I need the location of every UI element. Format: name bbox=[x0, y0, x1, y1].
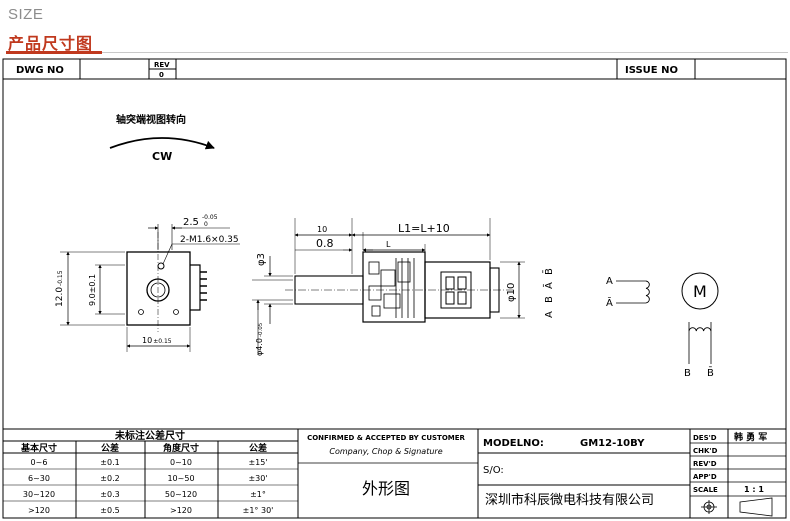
designer-name: 韩 勇 军 bbox=[734, 431, 767, 443]
end-view: 轴突端视图转向 CW 2.5 -0.05 0 2-M1.6×0.35 bbox=[55, 113, 240, 352]
sheet-border bbox=[2, 58, 787, 519]
pin-a-bar: Ā bbox=[542, 282, 555, 289]
projection-cone bbox=[739, 497, 773, 517]
coil-a bbox=[645, 280, 650, 304]
schematic-b: B bbox=[684, 368, 691, 379]
wiring-schematic: A Ā M B B̄ bbox=[606, 272, 719, 379]
dim-height: 12.0-0.15 bbox=[55, 270, 65, 307]
table-cell: 10~50 bbox=[167, 474, 194, 483]
dim-phi3: φ3 bbox=[256, 253, 267, 266]
end-view-body bbox=[126, 251, 191, 326]
model-value: GM12-10BY bbox=[580, 438, 645, 449]
tol-header-tol2: 公差 bbox=[249, 442, 267, 454]
tol-header-size: 基本尺寸 bbox=[20, 442, 57, 454]
section-title: 产品尺寸图 bbox=[8, 34, 94, 53]
tol-header-tol: 公差 bbox=[101, 442, 119, 454]
app-label: APP'D bbox=[693, 473, 717, 481]
rev-label-2: REV'D bbox=[693, 460, 717, 468]
dim-inner: 9.0±0.1 bbox=[88, 274, 97, 306]
scale-label: SCALE bbox=[693, 486, 718, 494]
signature-label: Company, Chop & Signature bbox=[329, 447, 442, 456]
schematic-m: M bbox=[693, 282, 707, 301]
dim-10: 10 bbox=[317, 225, 327, 234]
table-cell: ±1° bbox=[250, 490, 266, 499]
des-label: DES'D bbox=[693, 434, 717, 442]
pin-a: A bbox=[544, 311, 555, 318]
dim-phi4: φ4.0-0.05 bbox=[255, 322, 264, 356]
dim-phi10: φ10 bbox=[506, 283, 517, 302]
schematic-b-bar: B̄ bbox=[707, 366, 714, 379]
pin-b: B bbox=[544, 296, 555, 303]
top-title-row: DWG NO REV 0 ISSUE NO bbox=[3, 59, 786, 80]
side-view: 10 L1=L+10 0.8 L φ3 φ4.0-0.05 φ10 A B Ā … bbox=[252, 218, 555, 356]
chk-label: CHK'D bbox=[693, 447, 718, 455]
table-cell: 6~30 bbox=[28, 474, 50, 483]
company-name: 深圳市科辰微电科技有限公司 bbox=[485, 492, 654, 508]
tolerance-table: 未标注公差尺寸 基本尺寸 公差 角度尺寸 公差 0~6 ±0.1 0~10 ±1… bbox=[3, 429, 299, 518]
coil-b bbox=[688, 327, 712, 332]
issue-no-label: ISSUE NO bbox=[625, 65, 678, 76]
table-cell: ±15' bbox=[248, 458, 267, 467]
size-label: SIZE bbox=[8, 6, 44, 23]
table-cell: ±30' bbox=[248, 474, 267, 483]
tol-header-angle: 角度尺寸 bbox=[163, 442, 199, 454]
rotation-arrow bbox=[109, 137, 215, 150]
table-cell: 30~120 bbox=[23, 490, 55, 499]
table-cell: ±1° 30' bbox=[243, 506, 274, 515]
so-label: S/O: bbox=[483, 465, 504, 476]
dim-width: 10±0.15 bbox=[142, 336, 172, 345]
dim-l: L bbox=[386, 240, 391, 249]
dwg-no-label: DWG NO bbox=[16, 65, 64, 76]
motor-symbol bbox=[681, 272, 719, 310]
schematic-a-bar: Ā bbox=[606, 296, 613, 309]
table-cell: ±0.5 bbox=[100, 506, 119, 515]
dim-l1: L1=L+10 bbox=[398, 222, 450, 235]
projection-icon bbox=[701, 500, 717, 514]
dim-thread: 2-M1.6×0.35 bbox=[180, 235, 239, 245]
dim-08: 0.8 bbox=[316, 237, 334, 250]
signoff-block: DES'D 韩 勇 军 CHK'D REV'D APP'D SCALE 1 : … bbox=[690, 429, 786, 518]
table-cell: 0~10 bbox=[170, 458, 192, 467]
table-cell: 0~6 bbox=[31, 458, 48, 467]
header-accent bbox=[6, 51, 102, 54]
table-cell: 50~120 bbox=[165, 490, 197, 499]
header-divider bbox=[6, 52, 788, 53]
model-label: MODELNO: bbox=[483, 438, 544, 449]
dim-spacing: 2.5 bbox=[183, 217, 199, 228]
table-cell: ±0.1 bbox=[100, 458, 119, 467]
rev-value: 0 bbox=[159, 71, 164, 79]
drawing-name: 外形图 bbox=[362, 479, 410, 498]
table-cell: ±0.2 bbox=[100, 474, 119, 483]
schematic-a: A bbox=[606, 276, 613, 287]
tolerance-title: 未标注公差尺寸 bbox=[114, 429, 185, 442]
model-block: MODELNO: GM12-10BY S/O: 深圳市科辰微电科技有限公司 bbox=[478, 429, 691, 518]
dim-spacing-tol: -0.05 bbox=[202, 214, 218, 221]
confirmed-label: CONFIRMED & ACCEPTED BY CUSTOMER bbox=[307, 434, 465, 442]
table-cell: >120 bbox=[170, 506, 192, 515]
table-cell: ±0.3 bbox=[100, 490, 119, 499]
scale-value: 1 : 1 bbox=[744, 485, 764, 494]
dim-spacing-tol0: 0 bbox=[204, 221, 208, 228]
approval-block: CONFIRMED & ACCEPTED BY CUSTOMER Company… bbox=[298, 429, 479, 518]
rotation-label: CW bbox=[152, 150, 172, 163]
end-view-caption: 轴突端视图转向 bbox=[116, 113, 186, 126]
rev-label: REV bbox=[154, 61, 170, 69]
table-cell: >120 bbox=[28, 506, 50, 515]
pin-b-bar: B̄ bbox=[542, 268, 555, 275]
